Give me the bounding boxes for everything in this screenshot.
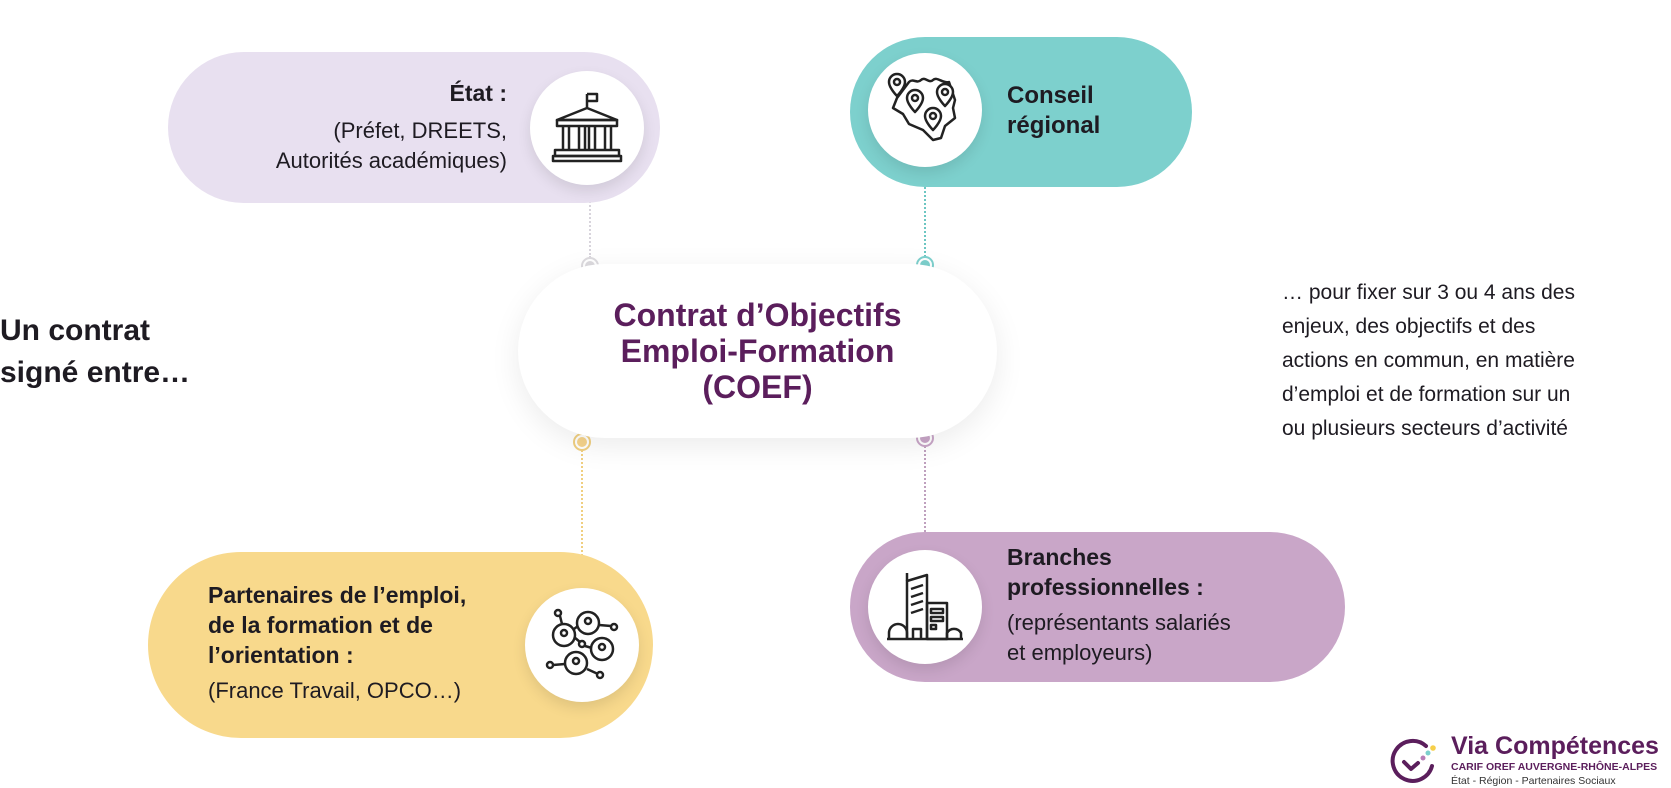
connector-branches: [924, 446, 926, 532]
purpose-line: actions en commun, en matière: [1282, 349, 1575, 372]
logo-tagline: État - Région - Partenaires Sociaux: [1451, 775, 1616, 787]
government-building-icon: [530, 71, 644, 185]
logo-subtitle: CARIF OREF AUVERGNE-RHÔNE-ALPES: [1451, 761, 1658, 773]
conseil-title: régional: [1007, 112, 1101, 139]
partenaires-title: Partenaires de l’emploi,: [208, 582, 467, 608]
purpose-line: enjeux, des objectifs et des: [1282, 315, 1536, 338]
purpose-line: d’emploi et de formation sur un: [1282, 383, 1571, 406]
partenaires-title: de la formation et de: [208, 612, 433, 638]
intro-line: Un contrat: [0, 314, 150, 347]
etat-body: (Préfet, DREETS,: [333, 118, 507, 143]
partenaires-body: (France Travail, OPCO…): [208, 678, 462, 703]
intro-text: Un contrat signé entre…: [0, 310, 190, 394]
partenaires-title: l’orientation :: [208, 642, 354, 668]
branches-title: Branches: [1007, 544, 1112, 570]
connector-partenaires: [581, 450, 583, 588]
intro-line: signé entre…: [0, 356, 191, 389]
logo-check-icon: [1390, 738, 1436, 783]
purpose-line: ou plusieurs secteurs d’activité: [1282, 417, 1568, 440]
partenaires-card: Partenaires de l’emploi, de la formation…: [148, 552, 653, 738]
etat-title: État :: [449, 80, 508, 106]
logo-name: Via Compétences: [1451, 732, 1659, 760]
etat-body: Autorités académiques): [275, 148, 507, 173]
office-buildings-icon: [868, 550, 982, 664]
via-competences-logo: Via Compétences CARIF OREF AUVERGNE-RHÔN…: [1390, 732, 1670, 788]
coef-title-line: Contrat d’Objectifs: [613, 297, 902, 333]
coef-title-line: Emploi-Formation: [620, 333, 895, 369]
people-network-icon: [525, 588, 639, 702]
branches-body: (représentants salariés: [1007, 610, 1231, 635]
branches-body: et employeurs): [1007, 640, 1153, 665]
coef-title-line: (COEF): [702, 369, 813, 405]
branches-title: professionnelles :: [1007, 574, 1204, 600]
connector-etat: [589, 186, 591, 258]
partenaires-node-dot: [573, 433, 591, 451]
purpose-text: … pour fixer sur 3 ou 4 ans des enjeux, …: [1282, 276, 1575, 446]
purpose-line: … pour fixer sur 3 ou 4 ans des: [1282, 281, 1575, 304]
coef-central-node: Contrat d’Objectifs Emploi-Formation (CO…: [518, 264, 997, 438]
conseil-title: Conseil: [1007, 82, 1094, 109]
connector-conseil: [924, 167, 926, 257]
region-map-pins-icon: [868, 53, 982, 167]
